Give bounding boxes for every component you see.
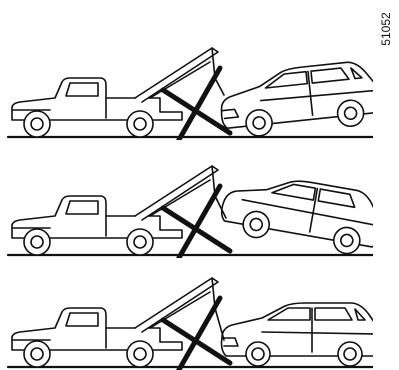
towed-car: [218, 168, 373, 258]
truck-wheel-rear: [127, 229, 153, 255]
scene-rear-raised: [0, 158, 373, 258]
scene-front-raised: [0, 40, 373, 140]
scene-svg: [0, 158, 373, 258]
towed-car: [217, 59, 373, 139]
scene-svg: [0, 40, 373, 140]
reference-code: 51052: [373, 4, 399, 54]
truck-wheel-rear: [127, 111, 153, 137]
towed-car: [222, 303, 374, 366]
truck-wheel-rear: [127, 341, 153, 367]
scene-level: [0, 270, 373, 370]
truck-wheel-front: [24, 341, 50, 367]
truck-wheel-front: [24, 111, 50, 137]
scene-svg: [0, 270, 373, 370]
car-wheel-front: [246, 342, 270, 366]
car-wheel-rear: [338, 342, 362, 366]
truck-wheel-front: [24, 229, 50, 255]
